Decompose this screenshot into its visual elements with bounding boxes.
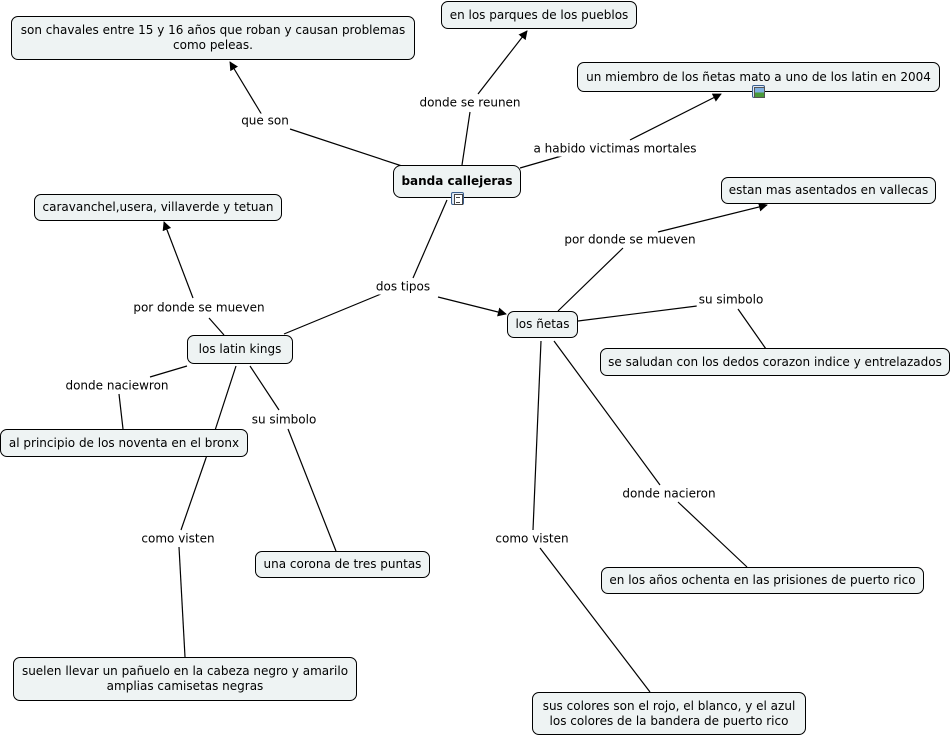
concept-principio[interactable]: al principio de los noventa en el bronx — [0, 429, 248, 457]
concept-corona[interactable]: una corona de tres puntas — [255, 551, 430, 578]
link-line — [539, 547, 651, 693]
linking-phrase-dos-tipos[interactable]: dos tipos — [373, 279, 433, 295]
concept-label: una corona de tres puntas — [263, 557, 422, 571]
concept-latin-kings[interactable]: los latin kings — [187, 335, 293, 364]
link-line — [289, 128, 406, 168]
link-line — [149, 365, 188, 378]
link-line — [577, 305, 698, 322]
document-icon[interactable] — [451, 192, 464, 205]
linking-phrase-donde-nacieron[interactable]: donde nacieron — [620, 486, 718, 502]
link-line — [461, 111, 471, 166]
image-icon[interactable] — [752, 85, 765, 98]
concept-colores[interactable]: sus colores son el rojo, el blanco, y el… — [532, 692, 806, 735]
concept-label-line: son chavales entre 15 y 16 años que roba… — [20, 23, 406, 37]
concept-label: caravanchel,usera, villaverde y tetuan — [42, 200, 274, 214]
link-line — [677, 501, 748, 568]
concept-label: banda callejeras — [401, 174, 513, 188]
link-arrow — [629, 93, 722, 141]
linking-phrase-como-visten-netas[interactable]: como visten — [493, 531, 571, 547]
linking-phrase-que-son[interactable]: que son — [239, 113, 291, 129]
link-line — [737, 308, 767, 350]
concept-label: al principio de los noventa en el bronx — [8, 435, 240, 450]
linking-phrase-por-donde-latin[interactable]: por donde se mueven — [131, 300, 267, 316]
linking-phrase-su-simbolo-latin[interactable]: su simbolo — [249, 412, 319, 428]
link-line — [180, 457, 207, 531]
link-line — [519, 154, 566, 169]
link-line — [283, 293, 382, 335]
link-arrow — [477, 30, 528, 95]
concept-label: en los parques de los pueblos — [449, 7, 629, 22]
concept-label: los ñetas — [515, 317, 570, 331]
concept-label-line: los colores de la bandera de puerto rico — [549, 713, 789, 728]
link-line — [532, 340, 542, 531]
concept-anos-ochenta[interactable]: en los años ochenta en las prisiones de … — [601, 567, 924, 594]
linking-phrase-por-donde-netas[interactable]: por donde se mueven — [562, 232, 698, 248]
link-arrow — [437, 296, 507, 317]
linking-phrase-su-simbolo-netas[interactable]: su simbolo — [696, 292, 766, 308]
link-arrow — [229, 61, 263, 116]
concept-label-line: suelen llevar un pañuelo en la cabeza ne… — [21, 664, 349, 678]
linking-phrase-donde-se-reunen[interactable]: donde se reunen — [417, 95, 523, 111]
concept-son-chavales[interactable]: son chavales entre 15 y 16 años que roba… — [11, 16, 415, 60]
concept-label-line: amplias camisetas negras — [106, 679, 264, 693]
concept-label: en los años ochenta en las prisiones de … — [609, 573, 916, 587]
link-line — [208, 317, 225, 336]
concept-label: estan mas asentados en vallecas — [728, 183, 929, 197]
concept-label: los latin kings — [198, 342, 282, 356]
concept-label-line: como peleas. — [173, 38, 253, 52]
concept-label: un miembro de los ñetas mato a uno de lo… — [586, 69, 931, 84]
linking-phrase-como-visten-latin[interactable]: como visten — [139, 531, 217, 547]
concept-asentados[interactable]: estan mas asentados en vallecas — [721, 177, 936, 204]
concept-miembro[interactable]: un miembro de los ñetas mato a uno de lo… — [577, 62, 940, 92]
concept-saludan[interactable]: se saludan con los dedos corazon indice … — [600, 348, 950, 376]
link-line — [178, 546, 186, 658]
link-line — [118, 393, 124, 430]
concept-panuelo[interactable]: suelen llevar un pañuelo en la cabeza ne… — [13, 657, 357, 701]
concept-parques[interactable]: en los parques de los pueblos — [441, 1, 637, 29]
concept-caravanchel[interactable]: caravanchel,usera, villaverde y tetuan — [34, 194, 282, 221]
link-arrow — [657, 202, 768, 233]
link-line — [249, 365, 280, 411]
concept-label: se saludan con los dedos corazon indice … — [608, 354, 942, 369]
concept-netas[interactable]: los ñetas — [507, 311, 578, 338]
link-line — [412, 199, 448, 279]
linking-phrase-victimas[interactable]: a habido victimas mortales — [531, 141, 699, 157]
link-arrow — [162, 221, 194, 299]
link-line — [553, 340, 661, 486]
concept-label-line: sus colores son el rojo, el blanco, y el… — [542, 698, 796, 713]
concept-banda-callejeras[interactable]: banda callejeras — [393, 165, 521, 198]
linking-phrase-donde-naciewron[interactable]: donde naciewron — [63, 378, 171, 394]
link-line — [287, 428, 337, 552]
link-line — [557, 247, 624, 312]
